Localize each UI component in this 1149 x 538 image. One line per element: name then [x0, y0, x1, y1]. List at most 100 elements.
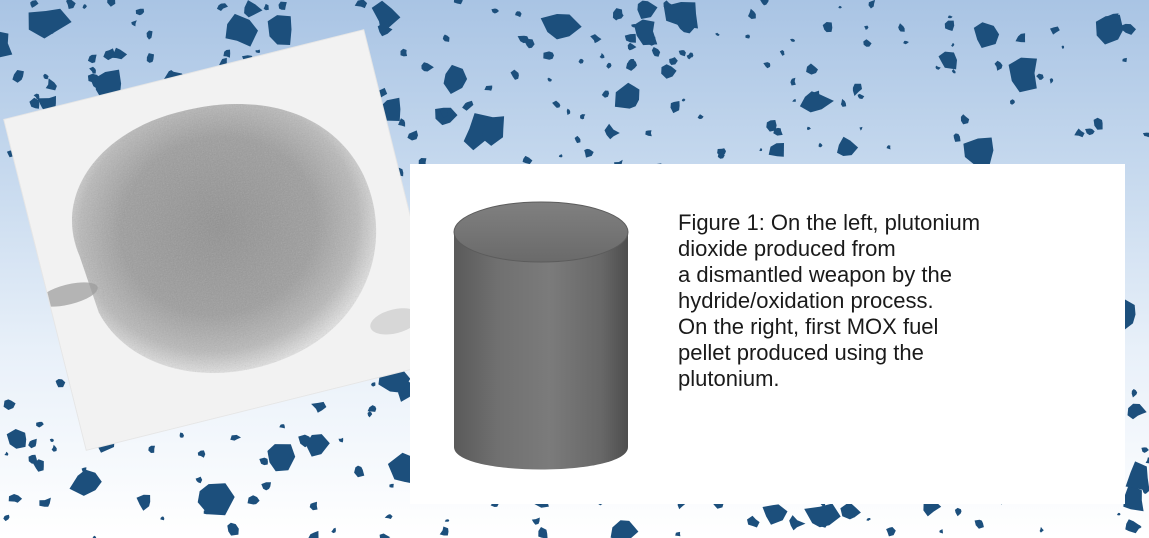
splatter-blob — [439, 526, 449, 536]
splatter-blob — [384, 514, 393, 519]
splatter-blob — [773, 127, 783, 136]
splatter-blob — [669, 57, 678, 65]
splatter-blob — [868, 0, 876, 9]
splatter-blob — [675, 531, 681, 537]
splatter-blob — [1142, 132, 1149, 138]
splatter-blob — [954, 507, 962, 517]
splatter-blob — [135, 8, 145, 16]
splatter-blob — [651, 47, 661, 57]
splatter-blob — [1141, 447, 1149, 453]
splatter-blob — [28, 454, 38, 464]
splatter-blob — [4, 451, 9, 456]
splatter-blob — [822, 22, 833, 33]
splatter-blob — [1123, 484, 1144, 512]
splatter-blob — [28, 438, 37, 449]
splatter-blob — [398, 118, 406, 127]
splatter-blob — [953, 133, 961, 142]
splatter-blob — [1125, 519, 1141, 534]
splatter-blob — [531, 517, 540, 525]
splatter-blob — [6, 429, 27, 449]
splatter-blob — [674, 18, 697, 34]
splatter-blob — [838, 5, 842, 9]
splatter-blob — [863, 39, 872, 47]
splatter-blob — [263, 3, 269, 11]
splatter-blob — [818, 142, 823, 148]
splatter-blob — [973, 22, 1000, 48]
splatter-blob — [230, 434, 241, 441]
splatter-blob — [1119, 23, 1136, 35]
splatter-blob — [974, 519, 984, 529]
splatter-blob — [960, 114, 970, 125]
splatter-blob — [935, 65, 941, 70]
splatter-blob — [1145, 457, 1149, 464]
splatter-blob — [604, 123, 620, 140]
splatter-blob — [939, 529, 943, 534]
splatter-blob — [614, 82, 640, 109]
splatter-blob — [613, 11, 624, 20]
splatter-blob — [444, 519, 450, 522]
splatter-blob — [87, 73, 101, 83]
splatter-blob — [168, 70, 175, 75]
splatter-blob — [1010, 99, 1015, 105]
splatter-blob — [886, 145, 891, 150]
splatter-blob — [857, 93, 865, 99]
splatter-blob — [247, 495, 260, 505]
splatter-blob — [51, 444, 57, 452]
splatter-blob — [1117, 512, 1121, 516]
splatter-blob — [92, 535, 97, 538]
splatter-blob — [837, 136, 859, 156]
splatter-blob — [748, 8, 756, 19]
splatter-blob — [484, 85, 493, 91]
splatter-blob — [578, 58, 584, 64]
splatter-blob — [0, 31, 13, 58]
splatter-blob — [354, 0, 368, 9]
splatter-blob — [540, 14, 582, 40]
splatter-blob — [760, 0, 769, 6]
splatter-blob — [806, 63, 818, 75]
caption-line: pellet produced using the — [678, 340, 924, 365]
splatter-blob — [1127, 403, 1147, 420]
splatter-blob — [443, 64, 468, 94]
splatter-blob — [3, 399, 16, 410]
splatter-blob — [39, 497, 51, 507]
splatter-blob — [279, 424, 285, 429]
splatter-blob — [947, 15, 953, 19]
splatter-blob — [1136, 524, 1142, 529]
splatter-blob — [864, 25, 869, 30]
splatter-blob — [1039, 526, 1044, 533]
splatter-blob — [517, 35, 529, 44]
splatter-blob — [886, 527, 896, 537]
splatter-blob — [33, 93, 40, 100]
splatter-blob — [1015, 33, 1026, 43]
splatter-blob — [453, 0, 463, 5]
splatter-blob — [840, 501, 861, 520]
caption-line: Figure 1: On the left, plutonium — [678, 210, 981, 235]
figure-caption-card: Figure 1: On the left, plutonium dioxide… — [410, 164, 1125, 504]
splatter-blob — [552, 100, 561, 108]
splatter-blob — [779, 50, 785, 56]
splatter-blob — [195, 476, 203, 484]
splatter-blob — [715, 32, 720, 36]
splatter-blob — [852, 83, 862, 96]
splatter-blob — [610, 520, 639, 538]
splatter-blob — [146, 30, 153, 40]
splatter-blob — [678, 50, 686, 57]
splatter-blob — [522, 155, 533, 165]
splatter-blob — [371, 382, 376, 387]
splatter-blob — [898, 23, 905, 32]
splatter-blob — [944, 20, 955, 31]
splatter-blob — [354, 465, 365, 478]
splatter-blob — [566, 108, 571, 115]
splatter-blob — [30, 0, 39, 8]
splatter-blob — [627, 59, 636, 66]
splatter-blob — [771, 145, 784, 156]
splatter-blob — [790, 38, 795, 42]
splatter-blob — [767, 508, 772, 513]
splatter-blob — [697, 114, 704, 120]
splatter-blob — [43, 73, 49, 80]
splatter-blob — [69, 469, 102, 496]
splatter-blob — [584, 148, 594, 158]
splatter-blob — [8, 494, 23, 503]
splatter-blob — [792, 99, 796, 102]
splatter-blob — [799, 91, 834, 113]
